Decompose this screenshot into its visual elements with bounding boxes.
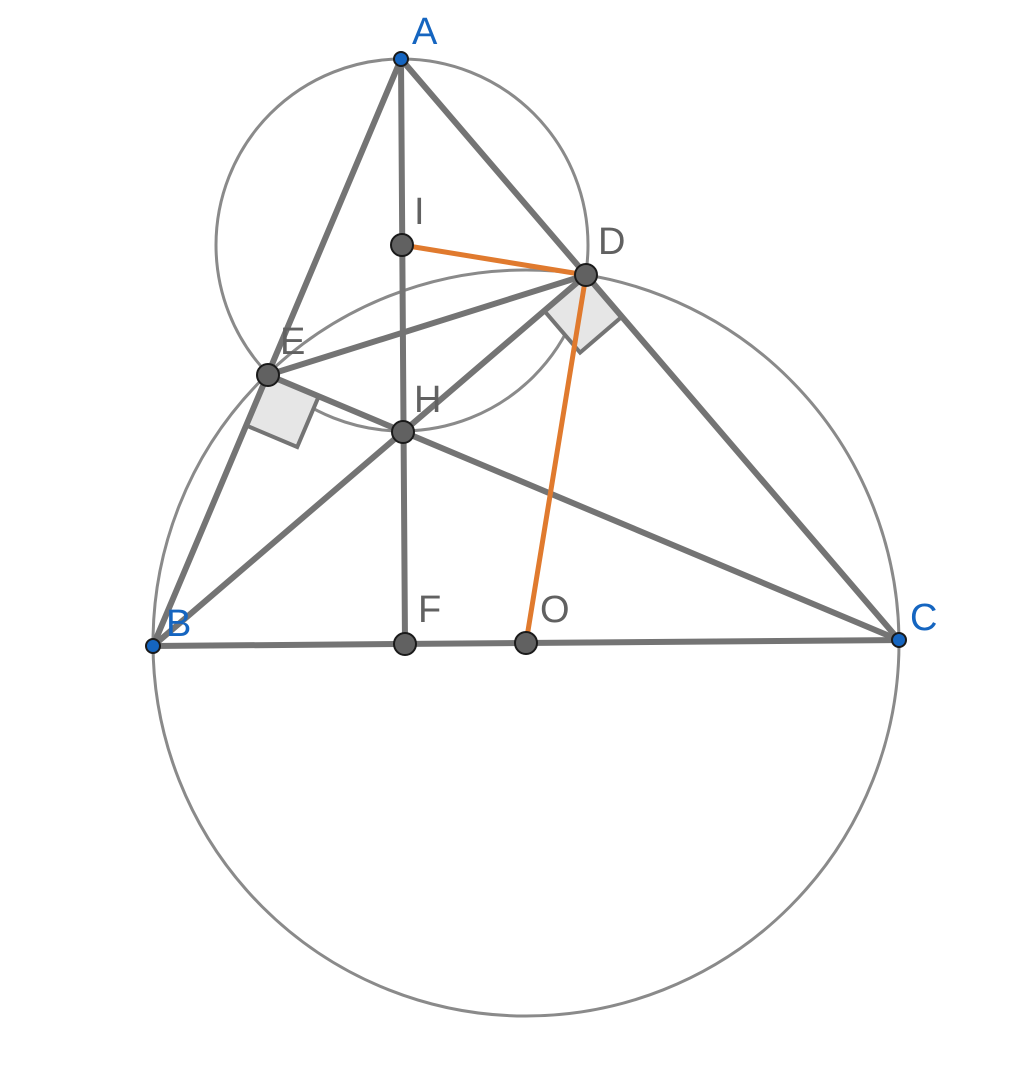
label-I: I [414,191,425,233]
segments-layer [150,56,902,649]
segment-OD [523,272,589,646]
label-H: H [414,379,441,421]
point-H [391,420,415,444]
label-A: A [412,11,438,53]
segment-AF [398,56,408,647]
point-A [393,51,409,67]
label-O: O [540,589,570,631]
point-D [574,263,598,287]
segment-AC [398,56,902,643]
point-I [390,233,414,257]
segment-ED [265,272,589,378]
point-E [256,363,280,387]
points-layer [145,51,907,656]
label-F: F [418,589,441,631]
label-D: D [598,221,625,263]
point-B [145,638,161,654]
segment-EC [265,372,902,643]
label-C: C [910,597,937,639]
point-C [891,632,907,648]
segment-AB [150,56,404,649]
labels-layer: A B C D E F H I O [166,11,937,645]
point-F [393,632,417,656]
highlight-segments-layer [399,242,589,646]
segment-BD [150,272,589,649]
point-O [514,631,538,655]
label-B: B [166,603,191,645]
segment-ID [399,242,589,278]
label-E: E [280,321,305,363]
